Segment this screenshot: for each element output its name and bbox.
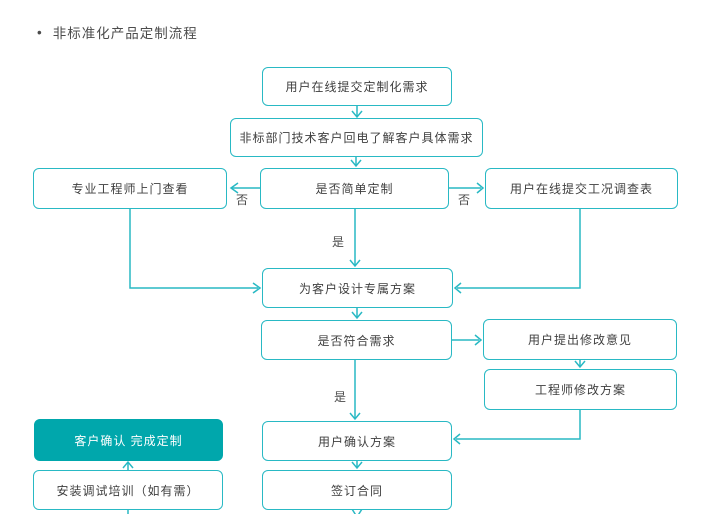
flow-node-sign-contract: 签订合同 [262, 470, 452, 510]
connector-training-to-complete [122, 460, 134, 470]
flow-node-feedback: 用户提出修改意见 [483, 319, 677, 360]
connector-simple-to-design-yes [349, 209, 361, 268]
flow-node-meet-needs: 是否符合需求 [261, 320, 452, 360]
edge-label-no-left: 否 [236, 193, 249, 207]
connector-confirm-to-contract [351, 461, 363, 470]
connector-visit-to-design [129, 209, 262, 294]
page-title: 非标准化产品定制流程 [52, 26, 198, 41]
connector-survey-to-design [453, 209, 581, 294]
page-title-row: • 非标准化产品定制流程 [37, 22, 198, 42]
edge-label-yes-lower: 是 [334, 390, 347, 404]
connector-meetneeds-to-confirm-yes [349, 360, 361, 421]
edge-label-yes-upper: 是 [332, 235, 345, 249]
flow-node-submit-request: 用户在线提交定制化需求 [262, 67, 452, 106]
flow-node-install-training: 安装调试培训（如有需） [33, 470, 223, 510]
connector-submit-to-callback [351, 106, 363, 119]
flow-node-engineer-visit: 专业工程师上门查看 [33, 168, 227, 209]
flow-node-survey-form: 用户在线提交工况调查表 [485, 168, 678, 209]
connector-stub-below-contract [351, 508, 363, 514]
flow-node-complete: 客户确认 完成定制 [34, 419, 223, 461]
flow-node-confirm-plan: 用户确认方案 [262, 421, 452, 461]
connector-simple-to-survey-no [449, 182, 485, 194]
edge-label-no-right: 否 [458, 193, 471, 207]
bullet-icon: • [37, 24, 43, 40]
connector-simple-to-visit-no [229, 182, 260, 194]
connector-meetneeds-to-feedback [452, 334, 483, 346]
flow-node-callback: 非标部门技术客户回电了解客户具体需求 [230, 118, 483, 157]
flow-node-revise-plan: 工程师修改方案 [484, 369, 677, 410]
flow-node-design-plan: 为客户设计专属方案 [262, 268, 453, 308]
connector-revise-to-confirm [452, 410, 581, 445]
connector-feedback-to-revise [574, 360, 586, 369]
connector-design-to-meetneeds [351, 308, 363, 320]
flow-node-simple-custom: 是否简单定制 [260, 168, 449, 209]
connector-callback-to-simple [350, 157, 362, 168]
